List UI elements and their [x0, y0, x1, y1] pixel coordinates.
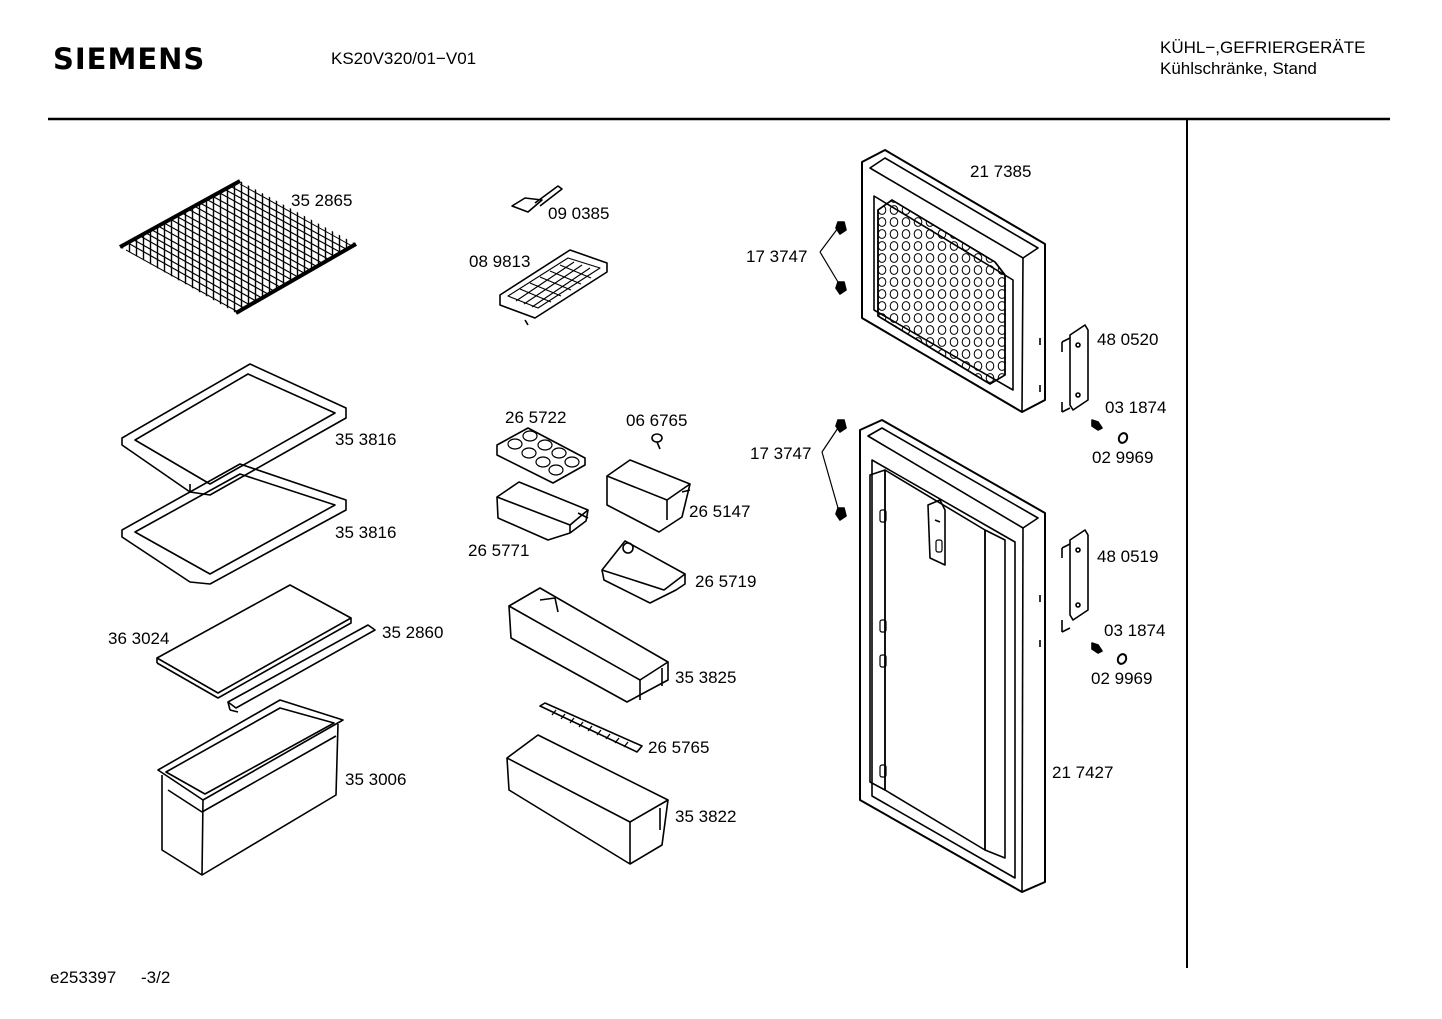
part-label: 17 3747 [746, 247, 808, 266]
part-label: 03 1874 [1104, 621, 1166, 640]
door-bin-lower-drawing [506, 734, 669, 865]
document-id: e253397 [50, 968, 117, 987]
part-label: 21 7427 [1052, 763, 1114, 782]
plate-drawing [156, 584, 352, 699]
category-title: KÜHL−,GEFRIERGERÄTE [1160, 38, 1366, 57]
part-label: 08 9813 [469, 252, 531, 271]
part-label: 35 2860 [382, 623, 444, 642]
clip-part-drawing [651, 433, 663, 450]
small-tray-drawing [496, 481, 589, 541]
part-label: 35 3816 [335, 523, 397, 542]
part-label: 02 9969 [1091, 669, 1153, 688]
part-label: 26 5719 [695, 572, 757, 591]
part-label: 26 5147 [689, 502, 751, 521]
hinge-upper-drawing [1061, 324, 1089, 413]
part-label: 35 3825 [675, 668, 737, 687]
ice-tray-drawing [499, 249, 608, 326]
category-subtitle: Kühlschränke, Stand [1160, 59, 1317, 78]
butter-box-drawing [606, 459, 691, 533]
part-label: 36 3024 [108, 629, 170, 648]
part-label: 02 9969 [1092, 448, 1154, 467]
screws-upper-drawing [819, 221, 847, 295]
part-label: 48 0520 [1097, 330, 1159, 349]
part-label: 26 5771 [468, 541, 530, 560]
door-bin-upper-drawing [508, 587, 669, 703]
strip-drawing [227, 624, 376, 713]
wire-shelf-drawing [119, 179, 357, 315]
part-label: 26 5765 [648, 738, 710, 757]
page-number: -3/2 [141, 968, 171, 987]
part-label: 03 1874 [1105, 398, 1167, 417]
hinge-lower-drawing [1061, 529, 1089, 633]
part-label: 17 3747 [750, 444, 812, 463]
divider-drawing [539, 702, 643, 753]
fridge-door-drawing [859, 419, 1046, 893]
part-label: 35 2865 [291, 191, 353, 210]
ice-scoop-drawing [511, 185, 563, 213]
screws-lower-drawing [821, 419, 847, 521]
part-label: 06 6765 [626, 411, 688, 430]
hinge-screws-drawing [1091, 419, 1129, 665]
part-label: 48 0519 [1097, 547, 1159, 566]
egg-tray-drawing [496, 427, 586, 484]
model-number: KS20V320/01−V01 [331, 49, 477, 68]
crisper-bin-drawing [157, 699, 344, 876]
glass-shelf-upper-drawing [121, 363, 347, 496]
part-label: 35 3816 [335, 430, 397, 449]
part-label: 09 0385 [548, 204, 610, 223]
small-shelf-drawing [601, 540, 686, 604]
part-label: 35 3006 [345, 770, 407, 789]
part-label: 26 5722 [505, 408, 567, 427]
part-label: 35 3822 [675, 807, 737, 826]
glass-shelf-lower-drawing [121, 463, 347, 585]
freezer-door-drawing [861, 149, 1046, 413]
part-label: 21 7385 [970, 162, 1032, 181]
brand-logo: SIEMENS [53, 42, 206, 76]
